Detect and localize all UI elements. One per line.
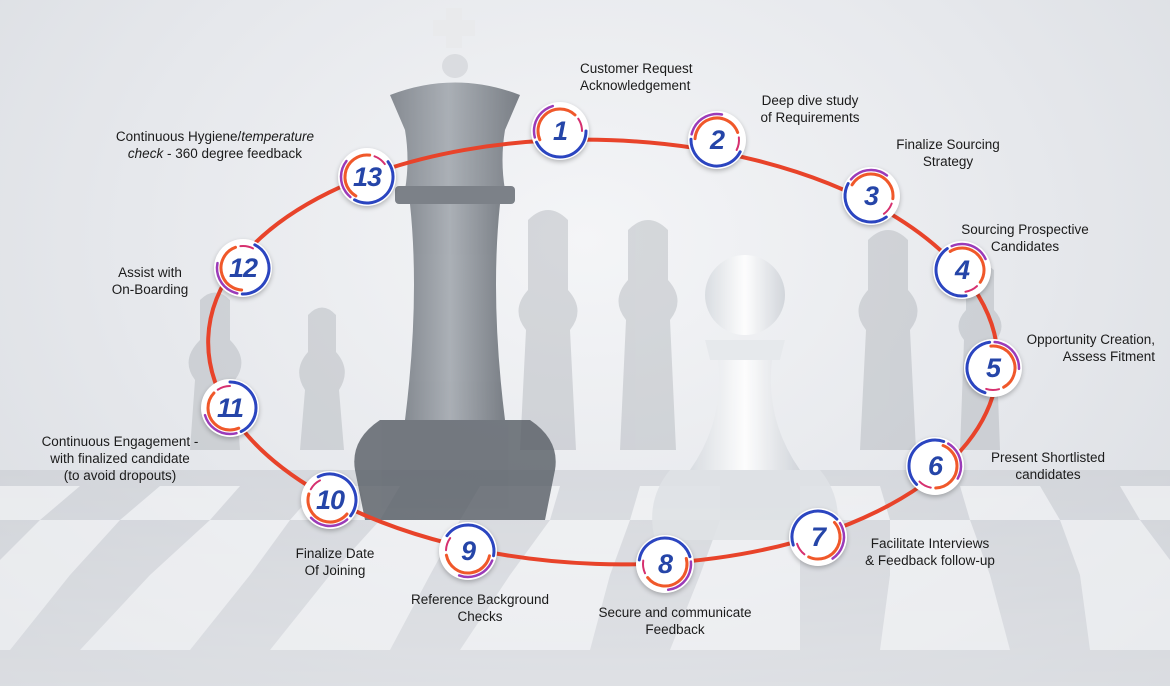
step-node-5: 5 [964,339,1022,397]
step-number: 8 [657,549,673,579]
step-number: 7 [810,522,826,552]
step-label-7: Facilitate Interviews& Feedback follow-u… [865,536,995,568]
step-node-13: 13 [338,148,396,206]
step-number: 1 [552,116,568,146]
step-ring-icon [339,149,395,205]
step-ring-icon [790,509,846,565]
step-label-11: Continuous Engagement -with finalized ca… [41,434,199,483]
step-node-2: 2 [688,111,746,169]
step-ring-icon [202,380,258,436]
step-number: 9 [460,536,476,566]
step-number: 12 [228,253,258,283]
king-piece [354,8,556,520]
step-ring-icon [637,536,693,592]
step-node-12: 12 [214,239,272,297]
step-node-3: 3 [842,167,900,225]
background-chess-pieces [188,210,1002,450]
step-number: 11 [216,393,244,423]
step-node-11: 11 [201,379,259,437]
step-ring-icon [440,523,496,579]
step-node-10: 10 [301,471,359,529]
step-number: 5 [985,353,1001,383]
step-ring-icon [689,112,745,168]
step-number: 13 [352,162,382,192]
chessboard-floor [0,470,1170,686]
step-ring-icon [965,340,1021,396]
pawn-piece [652,255,838,540]
step-ring-icon [934,242,990,298]
step-ring-icon [302,472,358,528]
step-number: 6 [927,451,943,481]
step-node-4: 4 [933,241,991,299]
step-number: 10 [315,485,345,515]
step-node-8: 8 [636,535,694,593]
step-number: 4 [954,255,970,285]
step-label-5: Opportunity Creation,Assess Fitment [1026,332,1155,364]
step-number: 3 [863,181,879,211]
step-ring-icon [907,438,963,494]
step-node-9: 9 [439,522,497,580]
step-ring-icon [843,168,899,224]
step-label-13: Continuous Hygiene/temperature check - 3… [115,129,315,161]
step-node-6: 6 [906,437,964,495]
step-ring-icon [532,103,588,159]
step-number: 2 [709,125,725,155]
step-node-7: 7 [789,508,847,566]
step-ring-icon [215,240,271,296]
step-node-1: 1 [531,102,589,160]
